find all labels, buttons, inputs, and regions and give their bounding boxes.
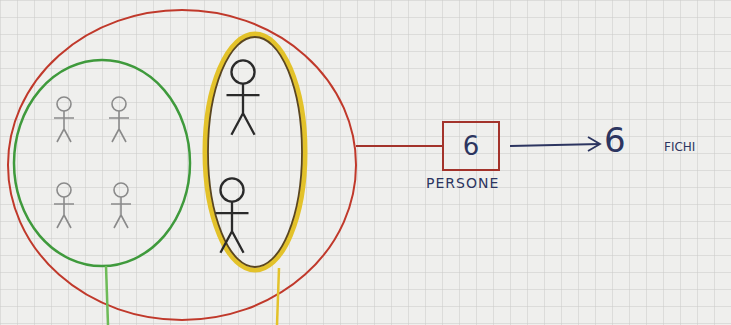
yellow-leader xyxy=(277,268,279,325)
large-figures xyxy=(216,60,260,252)
result-word: FICHI xyxy=(664,140,695,154)
green-leader xyxy=(106,266,108,325)
stick-figure xyxy=(216,178,249,252)
group-circle xyxy=(8,10,356,320)
stick-figure xyxy=(109,97,129,142)
arrow-shaft xyxy=(510,144,600,146)
circle-to-box-line xyxy=(356,145,442,147)
stick-figure xyxy=(54,97,74,142)
children-circle xyxy=(14,60,190,266)
adults-ellipse-outer xyxy=(205,34,305,270)
stick-figure xyxy=(111,183,131,228)
arrow-head xyxy=(588,137,600,151)
small-figures xyxy=(54,97,131,228)
count-node: 6PERSONE xyxy=(442,121,500,171)
stick-figure xyxy=(227,60,260,134)
count-number: 6 xyxy=(463,131,480,161)
box-caption: PERSONE xyxy=(426,175,499,191)
stick-figure xyxy=(54,183,74,228)
result-number: 6 xyxy=(604,120,626,160)
count-box: 6 xyxy=(442,121,500,171)
adults-ellipse xyxy=(208,37,302,267)
